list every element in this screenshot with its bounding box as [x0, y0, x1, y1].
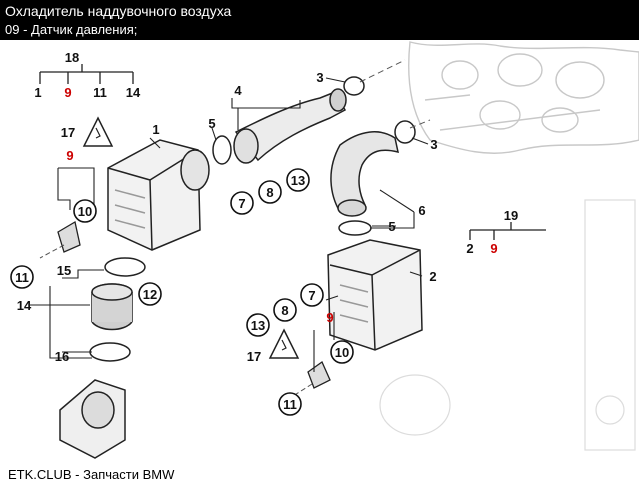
label-18-11: 11	[93, 85, 107, 100]
page-title: Охладитель наддувочного воздуха	[5, 3, 232, 19]
clamp-5-upper	[212, 135, 232, 165]
label-19-9: 9	[490, 241, 497, 256]
label-16: 16	[55, 349, 69, 364]
callout-circle-10b	[330, 340, 354, 364]
label-9b: 9	[326, 310, 333, 325]
label-6: 6	[418, 203, 425, 218]
label-18-14: 14	[126, 85, 141, 100]
callout-circle-13b	[246, 313, 270, 337]
label-10a: 10	[78, 204, 92, 219]
label-13b: 13	[251, 318, 265, 333]
clamp-16	[89, 342, 131, 362]
clamp-3-upper	[343, 76, 365, 96]
label-9a: 9	[66, 148, 73, 163]
bracket-left	[57, 220, 81, 253]
label-10b: 10	[335, 345, 349, 360]
label-18-1: 1	[34, 85, 41, 100]
label-17b: 17	[247, 349, 261, 364]
label-1: 1	[152, 122, 159, 137]
label-14: 14	[17, 298, 32, 313]
callout-circle-7a	[230, 191, 254, 215]
label-13a: 13	[291, 173, 305, 188]
label-12: 12	[143, 287, 157, 302]
label-5a: 5	[208, 116, 215, 131]
clamp-5-lower	[338, 220, 372, 236]
callout-circle-11a	[10, 265, 34, 289]
warning-triangle-icon-right	[268, 328, 300, 359]
label-4: 4	[234, 83, 242, 98]
group-18-bracket	[39, 64, 134, 84]
callout-circle-10a	[73, 199, 97, 223]
charge-air-hose-4	[233, 88, 347, 164]
label-8a: 8	[266, 185, 273, 200]
clamp-3-lower	[394, 120, 416, 144]
label-3b: 3	[430, 137, 437, 152]
label-11a: 11	[15, 270, 29, 285]
header-bar: Охладитель наддувочного воздуха 09 - Дат…	[0, 0, 639, 40]
label-11b: 11	[283, 397, 297, 412]
label-19-2: 2	[466, 241, 473, 256]
warning-triangle-icon	[82, 116, 114, 147]
callout-circle-11b	[278, 392, 302, 416]
throttle-body	[59, 379, 126, 459]
label-5b: 5	[388, 219, 395, 234]
label-17a: 17	[61, 125, 75, 140]
footer-watermark: ETK.CLUB - Запчасти BMW	[0, 463, 208, 487]
sleeve-14	[91, 283, 133, 331]
label-3a: 3	[316, 70, 323, 85]
callout-circle-8a	[258, 180, 282, 204]
intercooler-2	[327, 239, 423, 351]
label-2: 2	[429, 269, 436, 284]
label-19: 19	[504, 208, 518, 223]
intercooler-1	[107, 139, 210, 251]
label-7b: 7	[308, 288, 315, 303]
label-18: 18	[65, 50, 79, 65]
callout-circle-7b	[300, 283, 324, 307]
leader-lines	[30, 77, 429, 372]
clamp-15	[104, 257, 146, 277]
label-8b: 8	[281, 303, 288, 318]
engine-background	[408, 41, 639, 154]
callout-circle-8b	[273, 298, 297, 322]
charge-air-hose-6	[330, 131, 399, 217]
label-7a: 7	[238, 196, 245, 211]
label-15: 15	[57, 263, 71, 278]
group-19-bracket	[469, 222, 546, 240]
label-18-9: 9	[64, 85, 71, 100]
side-background	[379, 199, 636, 451]
callout-circle-12	[138, 282, 162, 306]
page-subtitle: 09 - Датчик давления;	[5, 22, 138, 37]
callout-circle-13a	[286, 168, 310, 192]
